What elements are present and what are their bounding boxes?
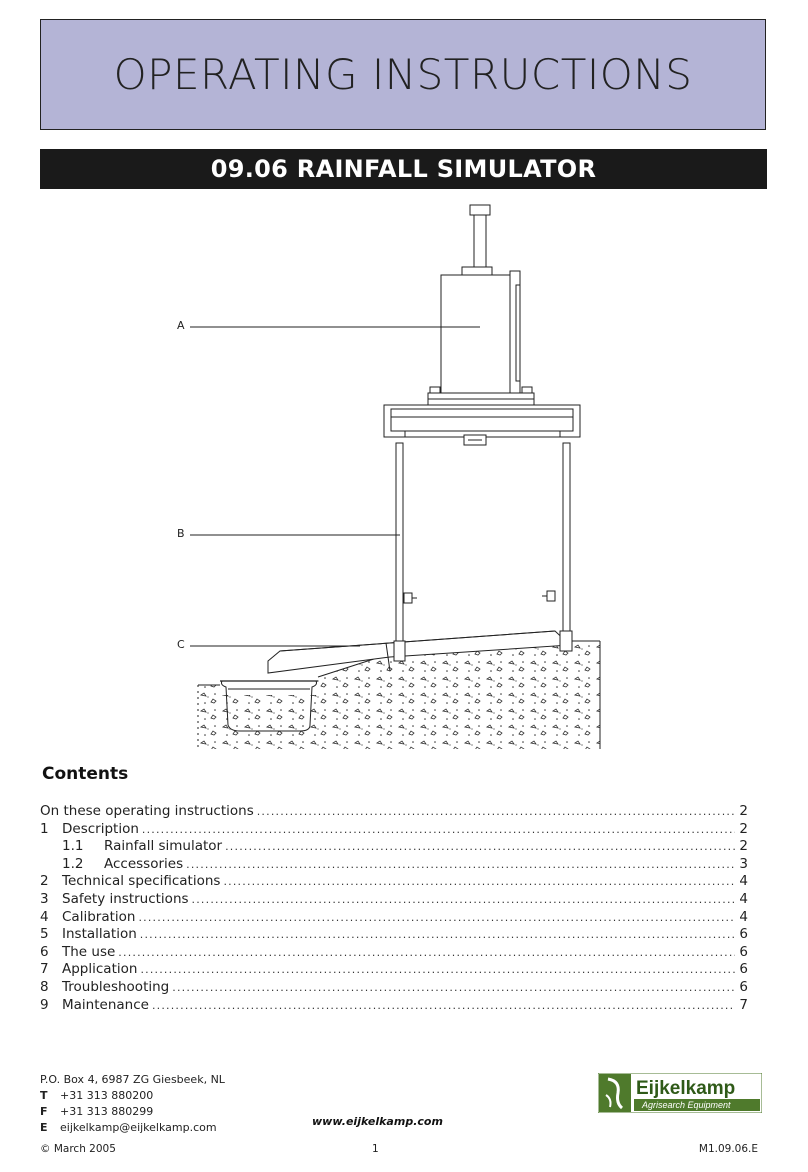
rainfall-simulator-drawing: A B C xyxy=(0,195,808,755)
toc-leader xyxy=(140,963,735,976)
toc-number: 6 xyxy=(40,943,49,960)
table-of-contents: On these operating instructions 2 1 Desc… xyxy=(40,803,748,1014)
frame xyxy=(383,386,581,446)
toc-row[interactable]: 8 Troubleshooting 6 xyxy=(40,979,748,997)
toc-number: 5 xyxy=(40,926,49,943)
callouts xyxy=(190,326,480,647)
toc-number: 1.2 xyxy=(62,855,84,872)
toc-page: 4 xyxy=(739,873,748,890)
logo-tagline: Agrisearch Equipment xyxy=(641,1100,731,1110)
phone-number: +31 313 880200 xyxy=(60,1089,154,1102)
toc-row[interactable]: 9 Maintenance 7 xyxy=(40,997,748,1015)
toc-page: 6 xyxy=(739,926,748,943)
toc-row[interactable]: 7 Application 6 xyxy=(40,961,748,979)
legs xyxy=(393,442,573,662)
toc-number: 2 xyxy=(40,873,49,890)
toc-leader xyxy=(225,840,735,853)
phone-label: T xyxy=(40,1089,48,1102)
toc-page: 6 xyxy=(739,978,748,995)
contents-heading: Contents xyxy=(42,764,129,784)
copyright: © March 2005 xyxy=(40,1143,116,1155)
toc-number: 1 xyxy=(40,820,49,837)
toc-leader xyxy=(118,946,735,959)
toc-row[interactable]: 1.2 Accessories 3 xyxy=(40,856,748,874)
toc-title: Accessories xyxy=(104,855,184,872)
toc-title: Application xyxy=(62,961,138,978)
toc-page: 2 xyxy=(739,838,748,855)
email-address[interactable]: eijkelkamp@eijkelkamp.com xyxy=(60,1121,217,1134)
callout-a: A xyxy=(177,319,185,332)
product-title-bar: 09.06 RAINFALL SIMULATOR xyxy=(40,149,767,189)
toc-number: 9 xyxy=(40,996,49,1013)
toc-page: 6 xyxy=(739,961,748,978)
toc-title: Safety instructions xyxy=(62,890,189,907)
toc-title: Description xyxy=(62,820,139,837)
toc-row[interactable]: 5 Installation 6 xyxy=(40,926,748,944)
callout-b: B xyxy=(177,527,185,540)
title-box: OPERATING INSTRUCTIONS xyxy=(40,19,766,130)
fax-number: +31 313 880299 xyxy=(60,1105,154,1118)
toc-leader xyxy=(192,893,735,906)
toc-number: 3 xyxy=(40,890,49,907)
callout-c: C xyxy=(177,638,185,651)
toc-row[interactable]: 1 Description 2 xyxy=(40,821,748,839)
fax-line: F +31 313 880299 xyxy=(40,1104,225,1120)
toc-page: 2 xyxy=(739,803,748,819)
toc-number: 1.1 xyxy=(62,838,84,855)
toc-title: The use xyxy=(62,943,116,960)
toc-page: 4 xyxy=(739,908,748,925)
toc-leader xyxy=(257,805,735,818)
toc-row[interactable]: 3 Safety instructions 4 xyxy=(40,891,748,909)
toc-row[interactable]: 2 Technical specifications 4 xyxy=(40,873,748,891)
toc-title: Troubleshooting xyxy=(62,978,170,995)
drip-tank xyxy=(440,204,521,394)
toc-title: Calibration xyxy=(62,908,136,925)
toc-title: Rainfall simulator xyxy=(104,838,223,855)
page-number: 1 xyxy=(372,1143,379,1155)
document-code: M1.09.06.E xyxy=(698,1143,758,1155)
toc-row[interactable]: 6 The use 6 xyxy=(40,944,748,962)
toc-title: On these operating instructions xyxy=(40,803,254,819)
toc-page: 3 xyxy=(739,855,748,872)
product-title: 09.06 RAINFALL SIMULATOR xyxy=(210,155,597,183)
toc-leader xyxy=(142,823,735,836)
toc-number: 8 xyxy=(40,978,49,995)
phone-line: T +31 313 880200 xyxy=(40,1088,225,1104)
toc-number: 4 xyxy=(40,908,49,925)
toc-title: Technical specifications xyxy=(62,873,221,890)
toc-title: Installation xyxy=(62,926,137,943)
toc-leader xyxy=(152,999,735,1012)
toc-leader xyxy=(186,858,735,871)
postal-address: P.O. Box 4, 6987 ZG Giesbeek, NL xyxy=(40,1073,225,1086)
website-link[interactable]: www.eijkelkamp.com xyxy=(312,1115,443,1128)
toc-leader xyxy=(172,981,735,994)
toc-leader xyxy=(140,928,735,941)
toc-row[interactable]: 1.1 Rainfall simulator 2 xyxy=(40,838,748,856)
page-title: OPERATING INSTRUCTIONS xyxy=(113,50,693,99)
toc-page: 2 xyxy=(739,820,748,837)
soil-ground xyxy=(197,640,601,749)
email-label: E xyxy=(40,1121,48,1134)
toc-leader xyxy=(138,911,735,924)
toc-page: 4 xyxy=(739,890,748,907)
collection-basin xyxy=(220,680,318,732)
toc-row[interactable]: 4 Calibration 4 xyxy=(40,909,748,927)
toc-page: 7 xyxy=(739,996,748,1013)
toc-leader xyxy=(223,875,735,888)
company-address: P.O. Box 4, 6987 ZG Giesbeek, NL T +31 31… xyxy=(40,1072,225,1136)
eijkelkamp-logo: Eijkelkamp Agrisearch Equipment xyxy=(597,1072,763,1114)
toc-number: 7 xyxy=(40,961,49,978)
toc-title: Maintenance xyxy=(62,996,149,1013)
logo-wordmark: Eijkelkamp xyxy=(636,1078,735,1099)
fax-label: F xyxy=(40,1105,48,1118)
toc-page: 6 xyxy=(739,943,748,960)
toc-row[interactable]: On these operating instructions 2 xyxy=(40,803,748,821)
